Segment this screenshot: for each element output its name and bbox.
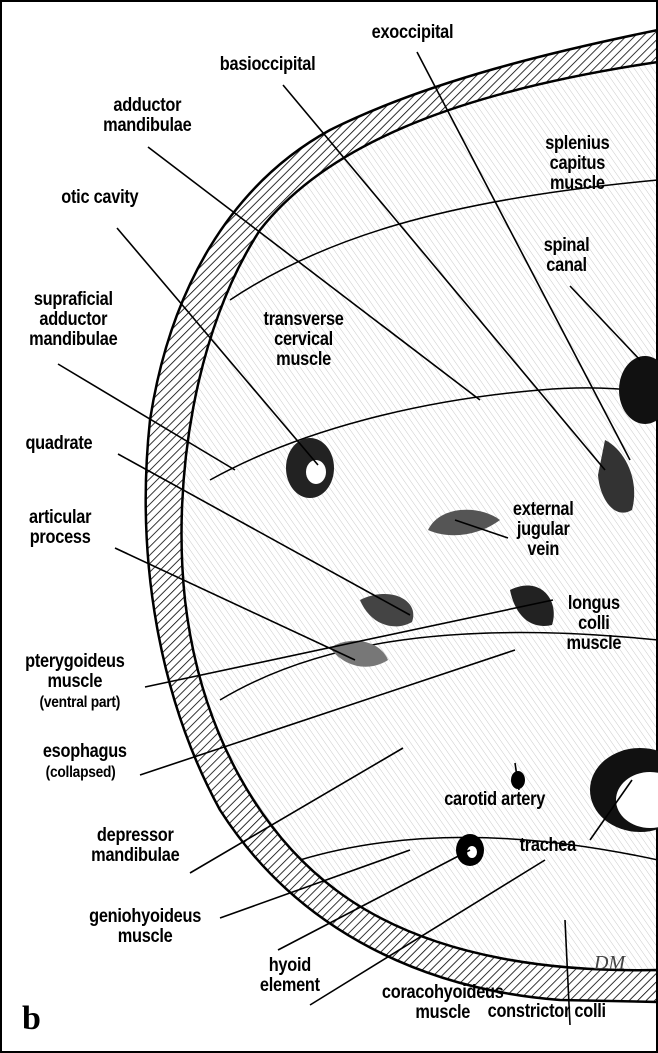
label-splenius-capitus-muscle: splenius capitus muscle bbox=[545, 134, 609, 194]
label-esophagus: esophagus bbox=[43, 742, 127, 762]
label-transverse-cervical-muscle: transverse cervical muscle bbox=[264, 310, 344, 370]
label-hyoid-element: hyoid element bbox=[260, 956, 320, 996]
label-geniohyoideus-muscle: geniohyoideus muscle bbox=[89, 907, 201, 947]
artist-signature: DM bbox=[594, 952, 625, 975]
label-pterygoideus-sub: (ventral part) bbox=[40, 694, 121, 712]
label-trachea: trachea bbox=[520, 836, 576, 856]
label-exoccipital: exoccipital bbox=[372, 23, 454, 43]
label-supraficial-adductor-mandibulae: supraficial adductor mandibulae bbox=[29, 290, 117, 350]
label-external-jugular-vein: external jugular vein bbox=[513, 500, 574, 560]
label-pterygoideus-muscle: pterygoideus muscle bbox=[25, 652, 125, 692]
label-spinal-canal: spinal canal bbox=[544, 236, 590, 276]
label-constrictor-colli: constrictor colli bbox=[488, 1002, 606, 1022]
label-coracohyoideus-muscle: coracohyoideus muscle bbox=[382, 983, 504, 1023]
label-depressor-mandibulae: depressor mandibulae bbox=[91, 826, 179, 866]
label-basioccipital: basioccipital bbox=[220, 55, 316, 75]
label-carotid-artery: carotid artery bbox=[444, 790, 545, 810]
panel-letter: b bbox=[22, 1002, 41, 1036]
label-otic-cavity: otic cavity bbox=[61, 188, 138, 208]
label-esophagus-sub: (collapsed) bbox=[46, 764, 116, 782]
label-quadrate: quadrate bbox=[25, 434, 92, 454]
label-adductor-mandibulae: adductor mandibulae bbox=[103, 96, 191, 136]
label-articular-process: articular process bbox=[29, 508, 91, 548]
label-longus-colli-muscle: longus colli muscle bbox=[566, 594, 621, 654]
